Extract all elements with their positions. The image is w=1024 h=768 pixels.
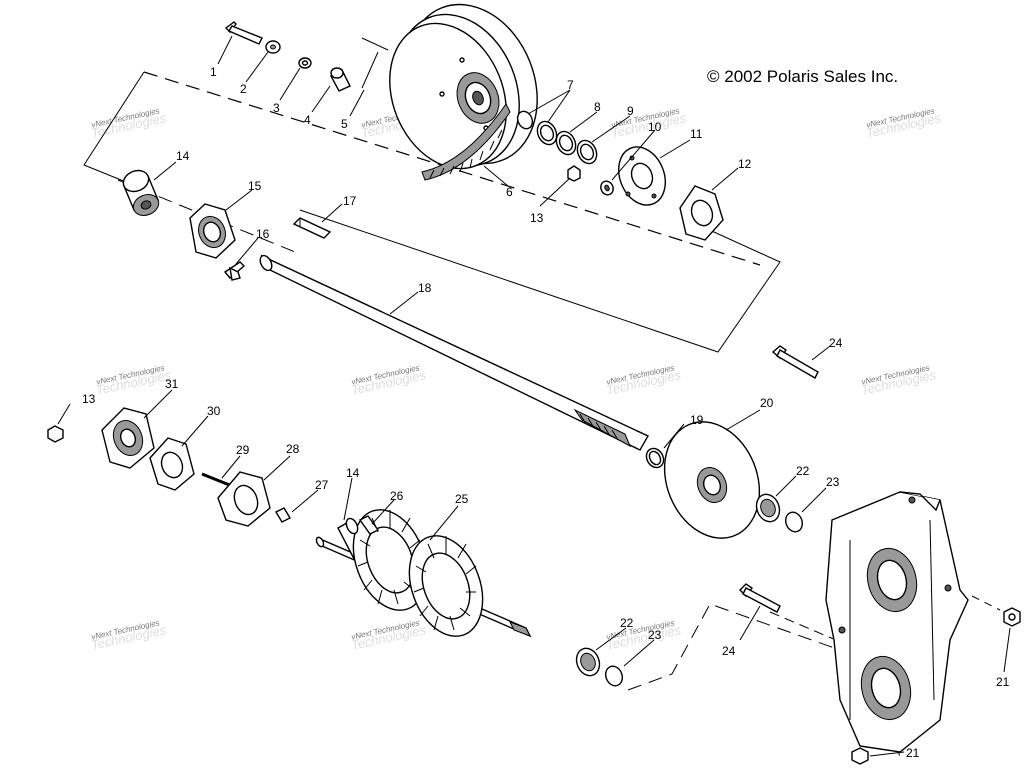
drive-shaft-assembly-part-25	[315, 509, 532, 638]
bearing-part-8	[555, 130, 577, 156]
callout-13-upper: 13	[530, 211, 544, 225]
callout-18: 18	[418, 281, 432, 295]
flange-part-28	[217, 471, 271, 527]
callout-13-lower: 13	[82, 392, 96, 406]
bearing-part-22-upper	[755, 493, 781, 523]
callout-21-right: 21	[996, 675, 1010, 689]
sprocket-part-26	[345, 517, 359, 535]
seal-part-23-lower	[604, 665, 624, 687]
callout-7: 7	[567, 78, 574, 92]
callout-26: 26	[390, 489, 404, 503]
callout-1: 1	[210, 65, 217, 79]
bushing-part-4	[330, 67, 351, 92]
callout-6: 6	[506, 185, 513, 199]
washer-part-3	[298, 57, 312, 69]
callout-14-lower: 14	[346, 466, 360, 480]
bolt-part-1	[224, 21, 263, 45]
seal-part-9	[576, 139, 598, 165]
copyright-text: © 2002 Polaris Sales Inc.	[707, 67, 898, 86]
bolt-part-24-lower	[739, 583, 781, 613]
callout-22-lower: 22	[620, 616, 634, 630]
callout-22-upper: 22	[796, 464, 810, 478]
spring-pin-part-29	[201, 472, 233, 488]
bolt-part-16	[223, 261, 246, 281]
callout-24-upper: 24	[829, 336, 843, 350]
callout-21-bottom: 21	[906, 746, 920, 760]
o-ring-part-19	[645, 447, 665, 469]
nut-part-21-right	[1003, 607, 1021, 627]
callout-27: 27	[315, 478, 329, 492]
callout-3: 3	[273, 101, 280, 115]
callout-16: 16	[256, 227, 270, 241]
bearing-cap-part-31	[101, 407, 155, 469]
callout-4: 4	[304, 113, 311, 127]
callout-12: 12	[738, 157, 752, 171]
callout-28: 28	[286, 442, 300, 456]
driveshaft-part-18	[259, 254, 649, 451]
bolt-part-24-upper	[771, 345, 819, 379]
shim-washers-part-7	[516, 110, 558, 146]
flange-part-15	[189, 203, 236, 259]
gasket-part-30	[149, 437, 195, 491]
callout-25: 25	[455, 492, 469, 506]
callout-15: 15	[248, 179, 262, 193]
nut-part-13-lower	[47, 425, 64, 443]
callout-17: 17	[343, 194, 357, 208]
chaincase-housing	[825, 491, 969, 753]
drive-chain-part-6	[421, 103, 511, 181]
callout-9: 9	[627, 104, 634, 118]
callout-24-lower: 24	[722, 644, 736, 658]
brake-disc-part-20	[663, 421, 761, 539]
callout-10: 10	[648, 120, 662, 134]
callout-31: 31	[165, 377, 179, 391]
washer-part-10	[600, 180, 614, 196]
callout-labels: 1 2 3 4 5 7 8 9 10 11 12 13 6 14 15 16 1…	[82, 65, 1010, 760]
callout-8: 8	[594, 100, 601, 114]
callout-5: 5	[341, 117, 348, 131]
seal-part-23-upper	[784, 511, 804, 533]
callout-20: 20	[760, 396, 774, 410]
nut-part-21-bottom	[851, 747, 869, 765]
leader-lines	[57, 35, 1011, 757]
washer-part-2	[265, 40, 281, 54]
callout-19: 19	[690, 413, 704, 427]
callout-14-upper: 14	[176, 149, 190, 163]
plug-part-27	[275, 507, 291, 523]
callout-30: 30	[207, 404, 221, 418]
nut-part-13-upper	[567, 165, 581, 182]
callout-23-upper: 23	[826, 475, 840, 489]
callout-29: 29	[236, 443, 250, 457]
bearing-flange-part-12	[679, 185, 724, 241]
callout-2: 2	[240, 82, 247, 96]
bearing-part-22-lower	[575, 647, 601, 677]
callout-11: 11	[690, 127, 703, 141]
callout-23-lower: 23	[648, 628, 662, 642]
bearing-part-14-upper	[122, 169, 160, 216]
key-part-17	[292, 217, 332, 239]
flange-plate-part-11	[618, 146, 666, 206]
